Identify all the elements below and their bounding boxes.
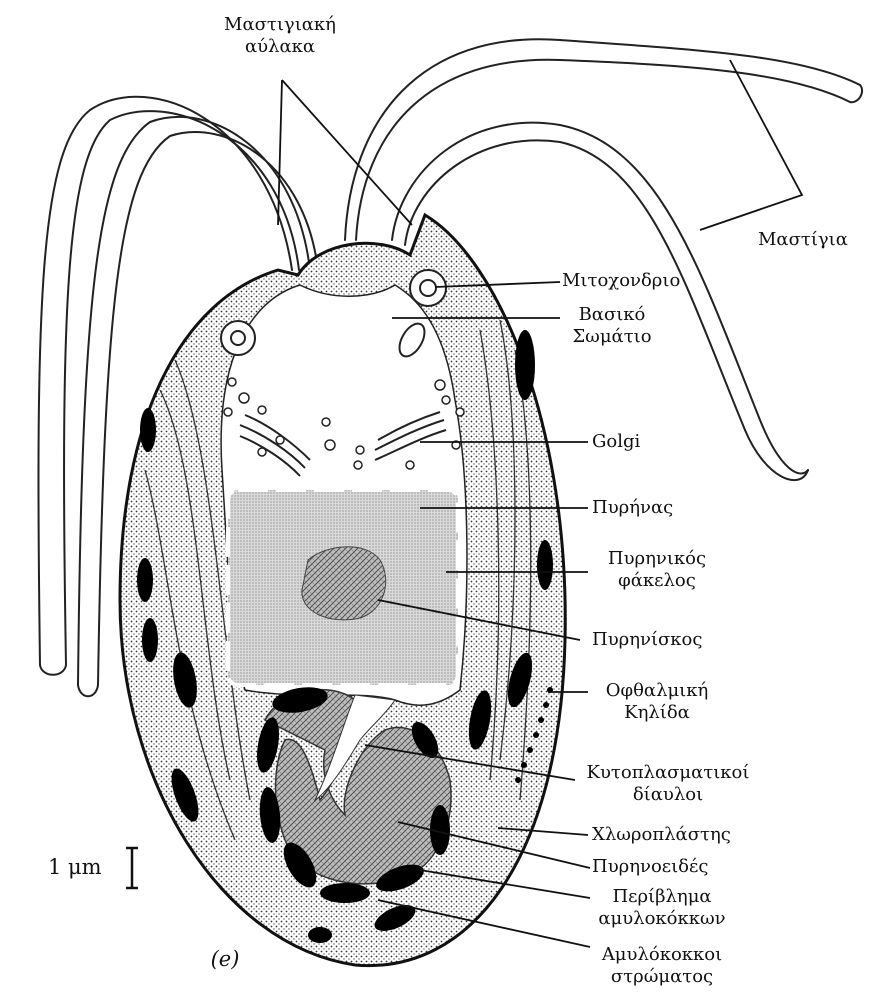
label-flagella: Μαστίγια <box>758 229 878 251</box>
label-flagellar-groove: Μαστιγιακή αύλακα <box>200 14 360 58</box>
label-stroma-starch: Αμυλόκοκκοι στρώματος <box>592 944 732 988</box>
label-eyespot: Οφθαλμική Κηλίδα <box>592 680 722 724</box>
scale-bar-label: 1 μm <box>48 856 128 878</box>
label-cytoplasmic-channels: Κυτοπλασματικοί δίαυλοι <box>578 762 758 806</box>
nucleolus <box>302 547 386 620</box>
panel-caption: (e) <box>200 948 250 970</box>
label-basal-body: Βασικό Σωμάτιο <box>562 304 662 348</box>
label-pyrenoid: Πυρηνοειδές <box>592 856 752 878</box>
label-nuclear-envelope: Πυρηνικός φάκελος <box>592 548 722 592</box>
label-starch-sheath: Περίβλημα αμυλοκόκκων <box>592 886 732 930</box>
label-chloroplast: Χλωροπλάστης <box>592 824 752 846</box>
label-golgi: Golgi <box>592 431 672 453</box>
label-nucleolus: Πυρηνίσκος <box>592 629 732 651</box>
label-mitochondrion: Μιτοχονδριο <box>562 270 722 292</box>
label-nucleus: Πυρήνας <box>592 497 712 519</box>
